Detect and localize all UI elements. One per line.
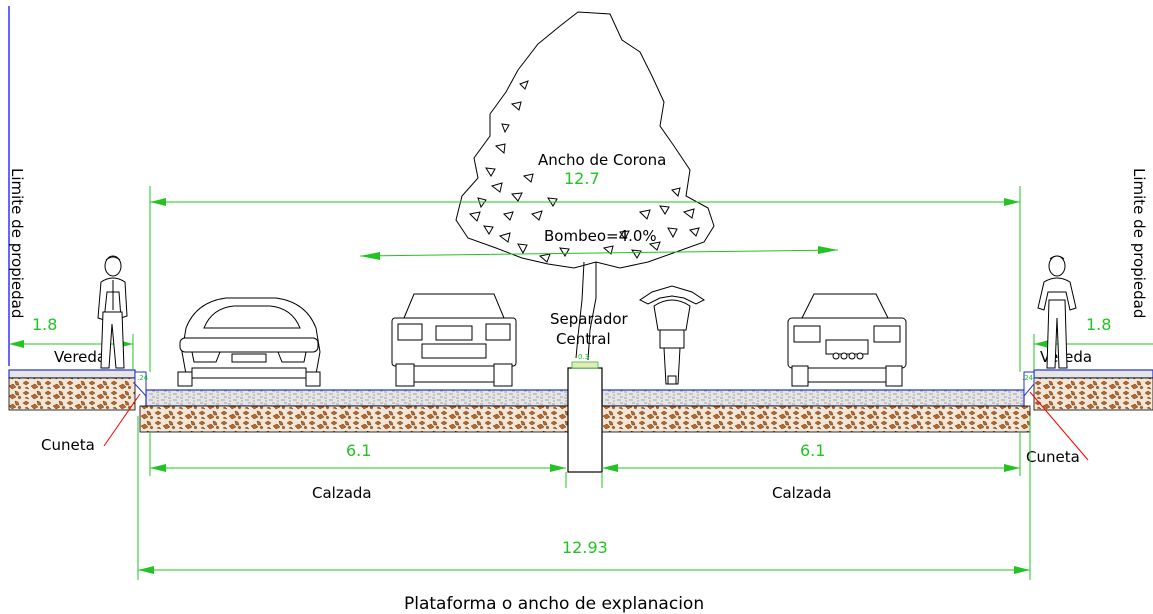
cuneta-left-shape xyxy=(134,371,147,398)
pedestrian-left-figure xyxy=(97,255,128,369)
cuneta-left-small-value: .24 xyxy=(137,374,149,382)
plataforma-value: 12.93 xyxy=(562,538,608,557)
plataforma-arrow-left xyxy=(138,566,154,574)
roadway-section: 0.3 .24 .24 xyxy=(134,353,1035,473)
pedestrian-right-figure xyxy=(1037,255,1077,369)
calzada-right-label: Calzada xyxy=(772,484,832,502)
tree-illustration xyxy=(455,11,715,361)
calzada-left-arrow-left xyxy=(150,464,166,472)
right-lane-base xyxy=(601,405,1031,433)
plataforma-label: Plataforma o ancho de explanacion xyxy=(404,594,704,614)
sidewalk-left-base xyxy=(8,377,136,411)
plataforma-dimension: 12.93 Plataforma o ancho de explanacion xyxy=(137,416,1031,614)
cuneta-leaders: Cuneta Cuneta xyxy=(41,391,1089,466)
vereda-left-value: 1.8 xyxy=(32,315,57,334)
cuneta-left-leader xyxy=(103,393,141,447)
central-separator-top xyxy=(571,361,599,369)
ancho-de-corona-label: Ancho de Corona xyxy=(538,151,666,169)
corona-arrow-left xyxy=(150,198,166,206)
central-separator xyxy=(567,367,603,473)
bombeo-arrow-line xyxy=(359,249,839,257)
plataforma-arrow-right xyxy=(1014,566,1030,574)
limite-de-propiedad-right: Limite de propiedad xyxy=(1130,168,1148,318)
cuneta-left-label: Cuneta xyxy=(41,436,95,454)
bombeo-arrow-left-head xyxy=(360,252,380,260)
calzada-right-arrow-left xyxy=(602,464,618,472)
corona-arrow-right xyxy=(1004,198,1020,206)
calzada-left-label: Calzada xyxy=(312,484,372,502)
vereda-left-arrow-left xyxy=(9,340,24,348)
sidewalk-right-base xyxy=(1033,377,1153,411)
separador-small-value: 0.3 xyxy=(578,353,589,361)
ancho-de-corona-dimension: Ancho de Corona 12.7 xyxy=(149,151,1021,372)
separador-central-label-line2: Central xyxy=(556,330,611,348)
sedan-front-view-right xyxy=(787,293,907,387)
motorcycle-front-view xyxy=(639,285,705,385)
left-lane-asphalt xyxy=(145,389,569,407)
tree-canopy-outline xyxy=(455,11,715,269)
sidewalk-left: 1.8 Vereda xyxy=(8,315,136,411)
cuneta-right-label: Cuneta xyxy=(1026,448,1080,466)
left-lane-base xyxy=(139,405,569,433)
separador-central-label-line1: Separador xyxy=(550,310,629,328)
cuneta-right-leader xyxy=(1029,391,1089,461)
calzada-right-arrow-right xyxy=(1004,464,1020,472)
bombeo-indicator: Bombeo=4.0% xyxy=(359,227,839,260)
bombeo-label: Bombeo=4.0% xyxy=(544,227,657,245)
cuneta-right-shape xyxy=(1023,371,1035,398)
vereda-left-label: Vereda xyxy=(54,348,106,366)
vereda-right-value: 1.8 xyxy=(1086,315,1111,334)
sidewalk-right: 1.8 Vereda xyxy=(1033,315,1153,411)
limite-de-propiedad-left: Limite de propiedad xyxy=(8,168,26,318)
sidewalk-right-surface xyxy=(1033,369,1153,379)
calzada-right-dimension: 6.1 Calzada xyxy=(601,432,1021,502)
vereda-right-arrow-left xyxy=(1034,340,1049,348)
right-lane-asphalt xyxy=(601,389,1025,407)
tree-trunk xyxy=(575,261,597,361)
calzada-left-dimension: 6.1 Calzada xyxy=(149,432,567,502)
sports-car-front-view xyxy=(177,297,321,387)
calzada-right-value: 6.1 xyxy=(800,441,825,460)
calzada-left-value: 6.1 xyxy=(346,441,371,460)
cuneta-right-small-value: .24 xyxy=(1022,374,1034,382)
sidewalk-left-surface xyxy=(8,369,136,379)
calzada-left-arrow-right xyxy=(550,464,566,472)
sedan-front-view-left xyxy=(391,293,517,387)
ancho-de-corona-value: 12.7 xyxy=(564,169,600,188)
bombeo-arrow-right-head xyxy=(818,246,838,254)
